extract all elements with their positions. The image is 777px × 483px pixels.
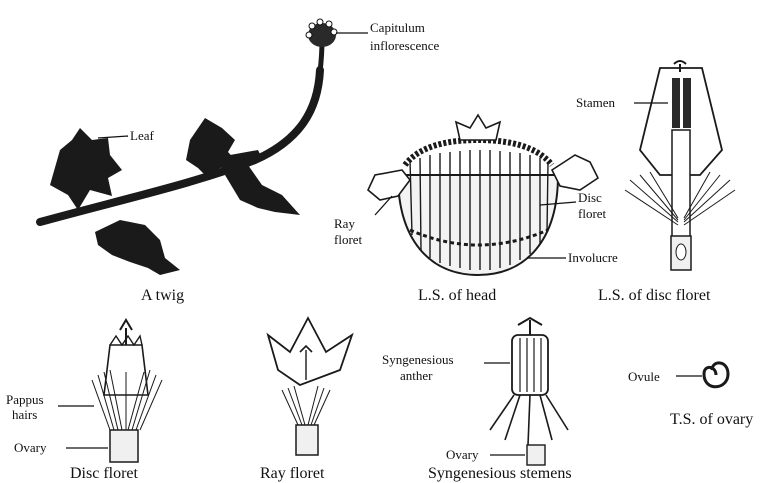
syngenesious-caption: Syngenesious stemens [428,465,572,482]
disc-ls-caption: L.S. of disc floret [598,287,711,304]
disc-ovary-label: Ovary [14,440,47,455]
disc-floret-figure [58,320,162,462]
syngenesious-ovary-label: Ovary [446,447,479,462]
twig-figure [40,19,368,275]
disc-floret-caption: Disc floret [70,465,139,482]
disc-floret-ls-figure [625,61,735,270]
ray-floret-label-2: floret [334,232,363,247]
leaf-right [225,165,300,215]
ray-floret-caption: Ray floret [260,465,325,482]
ovary-ts-figure [676,363,728,387]
capitulum-label-2: inflorescence [370,38,440,53]
capitulum-head [306,19,337,47]
head-ls-figure [368,115,598,275]
ovule-label: Ovule [628,369,660,384]
pappus-label-1: Pappus [6,392,44,407]
syngenesious-anther-label-2: anther [400,368,433,383]
stamen-label: Stamen [576,95,615,110]
head-caption: L.S. of head [418,287,496,304]
disc-floret-label-2: floret [578,206,607,221]
leaf-upper-left [50,128,122,210]
ray-floret-label-1: Ray [334,216,355,231]
leaf-lower [95,220,180,275]
ovary-ts-caption: T.S. of ovary [670,411,753,428]
involucre-label: Involucre [568,250,618,265]
ray-floret-figure [268,318,352,455]
capitulum-label-1: Capitulum [370,20,425,35]
syngenesious-anther-label-1: Syngenesious [382,352,454,367]
pappus-label-2: hairs [12,407,37,422]
leaf-label: Leaf [130,128,154,143]
disc-floret-label-1: Disc [578,190,602,205]
twig-caption: A twig [141,287,184,304]
syngenesious-figure [484,318,568,465]
